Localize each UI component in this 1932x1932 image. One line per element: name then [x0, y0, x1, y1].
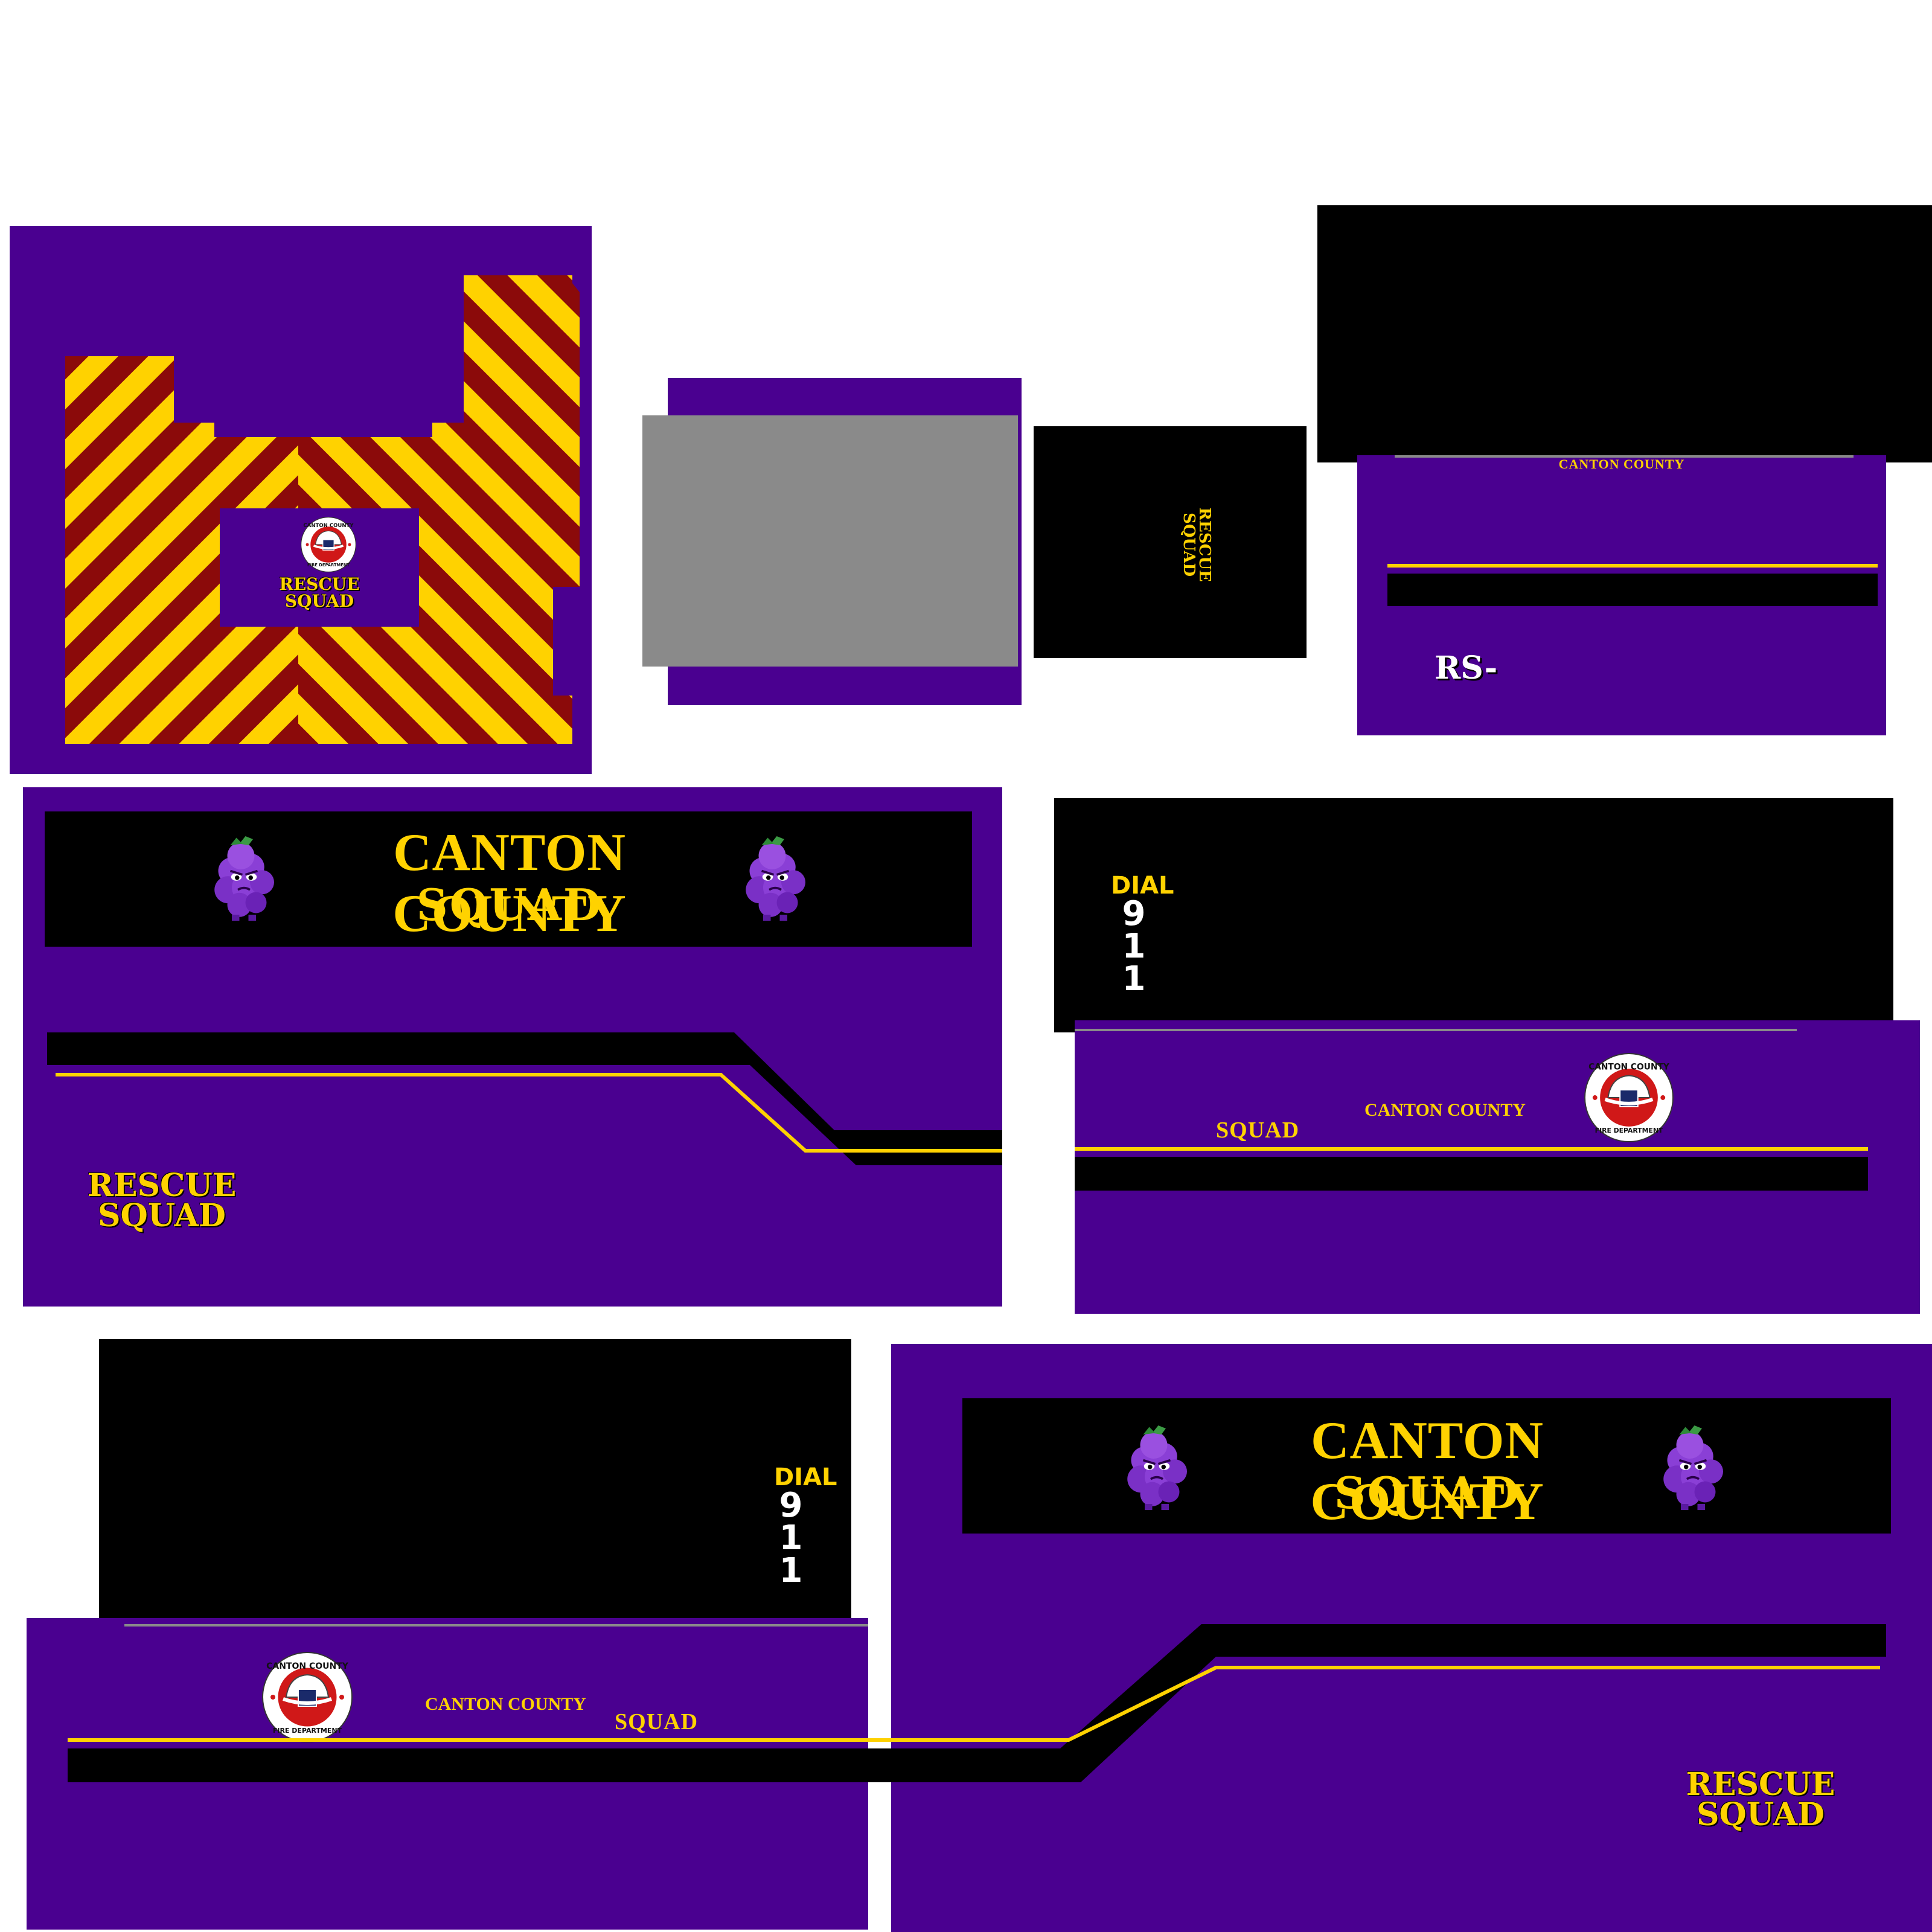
right-banner-squad: SQUAD: [1334, 1467, 1521, 1518]
rear-county-label: CANTON COUNTY: [1558, 456, 1685, 472]
left-cab-window: DIAL 9 1 1: [99, 1339, 851, 1625]
right-banner-title: CANTON COUNTY: [1310, 1412, 1544, 1531]
right-cab-county: CANTON COUNTY: [1364, 1100, 1526, 1120]
left-rescue-label: RESCUE: [87, 1167, 237, 1204]
grape-mascot-icon: [1662, 1424, 1724, 1511]
roof-rescue-label: RESCUE: [1195, 507, 1214, 582]
left-squad-label: SQUAD: [97, 1197, 226, 1234]
lower-swoosh: [68, 1624, 1886, 1782]
right-cab-squad: SQUAD: [1216, 1118, 1300, 1143]
gray-glass: [642, 415, 1018, 667]
right-digit-1a: 1: [1122, 927, 1146, 966]
left-dial-label: DIAL: [774, 1463, 837, 1491]
roof-panel: RESCUE SQUAD: [1034, 426, 1307, 658]
right-cab-gold-stripe: [1075, 1147, 1868, 1151]
left-swoosh: [47, 1032, 1002, 1165]
fire-department-seal-icon: [1584, 1053, 1674, 1142]
right-banner: CANTON COUNTY SQUAD: [962, 1398, 1891, 1534]
left-digit-9: 9: [779, 1486, 803, 1525]
hood-badge: RESCUE SQUAD: [220, 508, 419, 627]
fire-department-seal-icon: [301, 517, 356, 572]
right-dial-label: DIAL: [1111, 872, 1174, 900]
right-rescue-label: RESCUE: [1686, 1766, 1835, 1803]
roof-squad-label: SQUAD: [1180, 512, 1198, 577]
right-digit-1b: 1: [1122, 959, 1146, 999]
grape-mascot-icon: [1126, 1424, 1188, 1511]
left-cab-county: CANTON COUNTY: [425, 1694, 586, 1714]
right-cab-window: DIAL 9 1 1: [1054, 798, 1893, 1032]
left-banner-squad: SQUAD: [416, 879, 603, 930]
right-cab-panel: CANTON COUNTY SQUAD: [1075, 1020, 1920, 1314]
left-banner-title: CANTON COUNTY: [392, 824, 627, 943]
chevron-stripes: [10, 226, 592, 774]
rear-black-stripe: [1387, 574, 1878, 606]
rear-panel: CANTON COUNTY RS-: [1357, 455, 1886, 735]
unit-number: RS-: [1435, 650, 1498, 686]
left-banner: CANTON COUNTY SQUAD: [45, 811, 972, 947]
left-digit-1a: 1: [779, 1518, 803, 1558]
rear-gold-stripe: [1387, 564, 1878, 568]
hood-squad-label: SQUAD: [284, 591, 354, 611]
right-squad-label: SQUAD: [1696, 1796, 1825, 1833]
right-digit-9: 9: [1122, 894, 1146, 933]
hood-rescue-label: RESCUE: [279, 574, 360, 594]
right-cab-black-stripe: [1075, 1157, 1868, 1191]
left-cab-squad: SQUAD: [615, 1709, 699, 1735]
left-digit-1b: 1: [779, 1551, 803, 1590]
rear-window: [1317, 205, 1932, 462]
left-side-panel: CANTON COUNTY SQUAD RESCUE SQUAD: [23, 787, 1002, 1307]
hood-panel: RESCUE SQUAD: [10, 226, 592, 774]
